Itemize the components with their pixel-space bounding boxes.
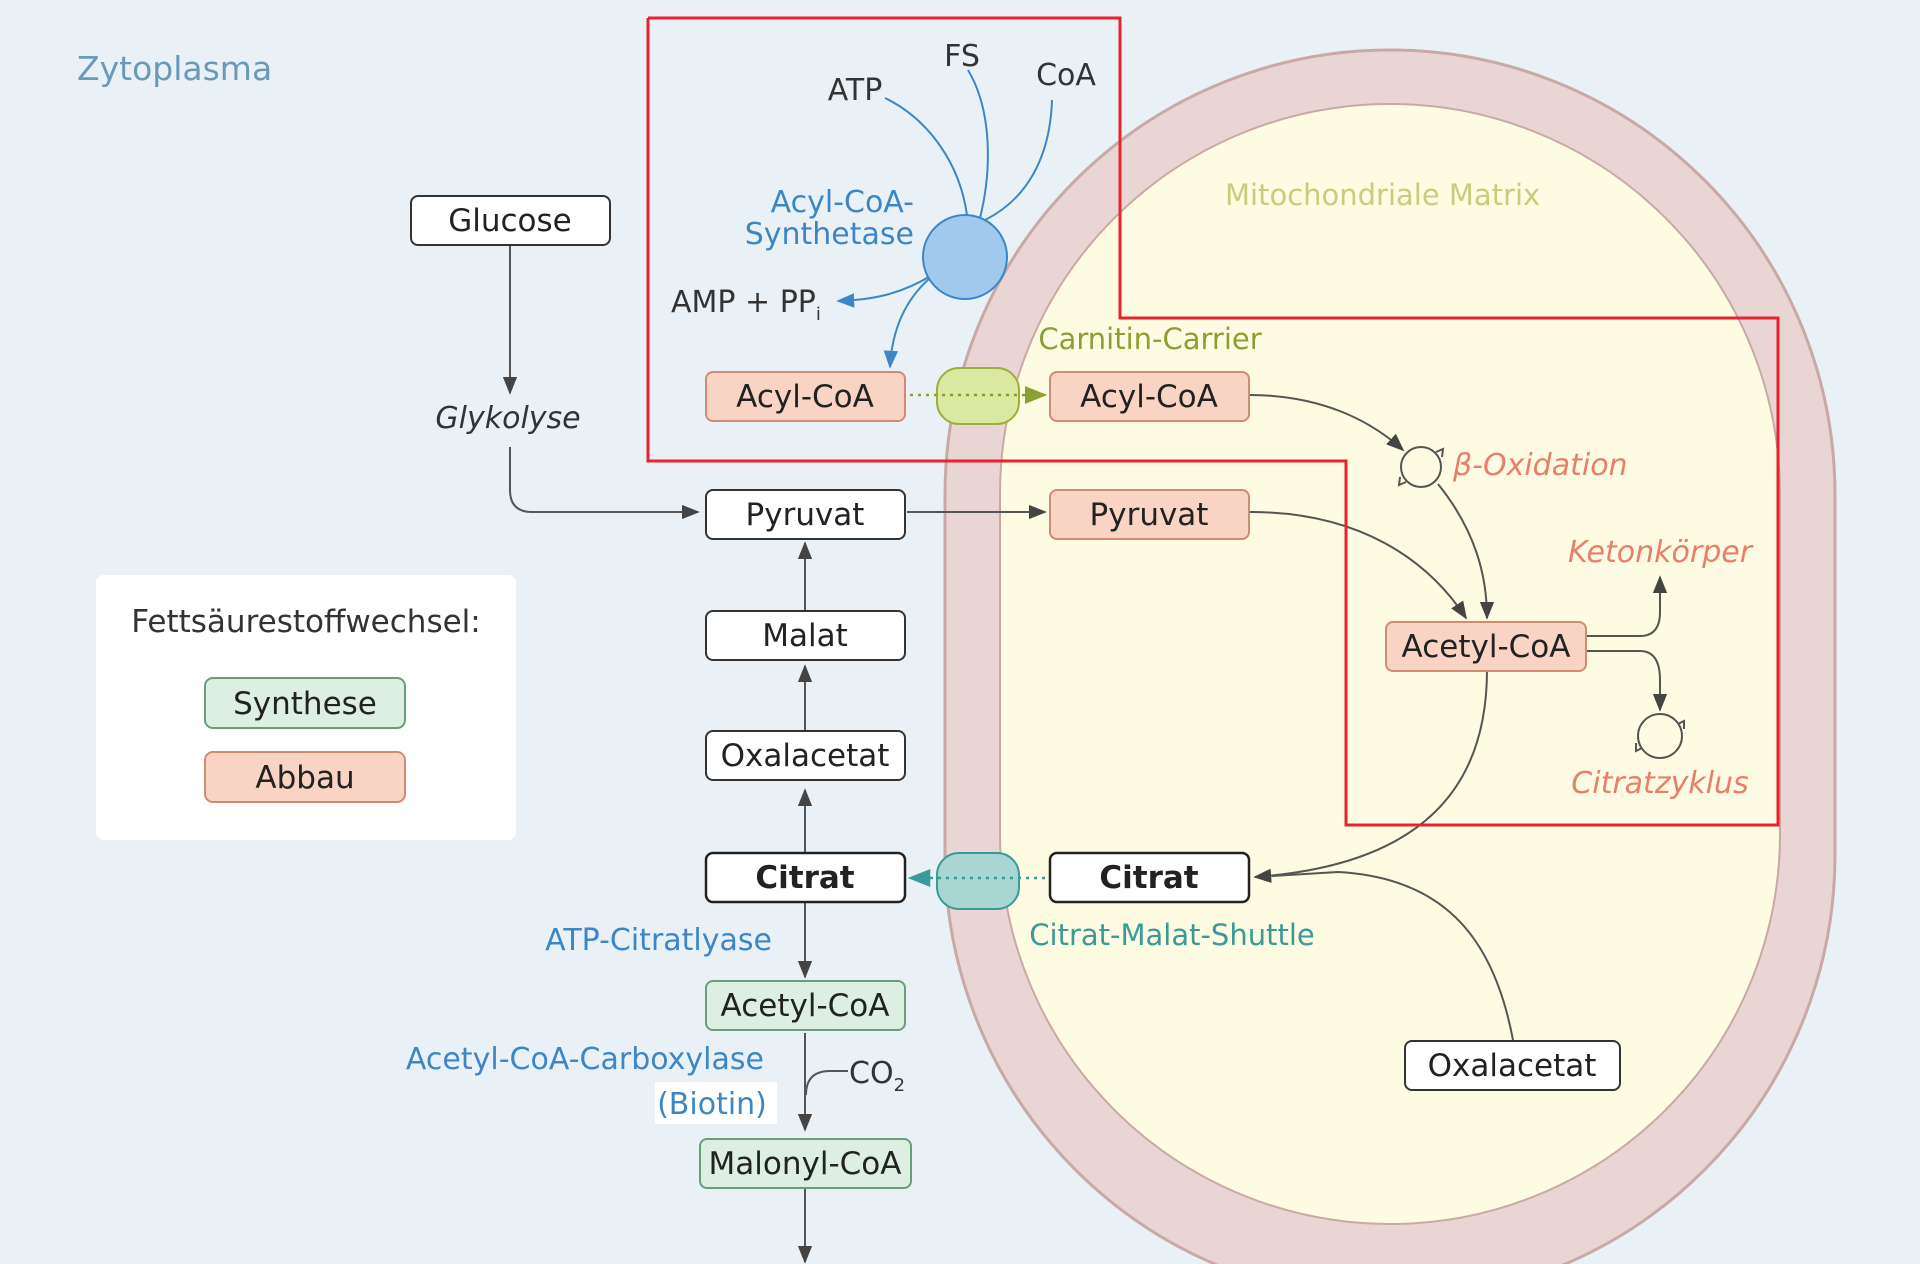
amp-ppi-output-arrow xyxy=(836,274,933,308)
pyruvate-cytoplasm-box: Pyruvat xyxy=(705,489,906,540)
carnitine-carrier: Carnitin-Carrier xyxy=(910,322,1262,425)
citrate-malate-shuttle-shape xyxy=(936,852,1020,910)
co2-label: CO2 xyxy=(849,1056,905,1096)
glucose-label: Glucose xyxy=(448,203,572,239)
citrate-cytoplasm-box: Citrat xyxy=(704,851,907,904)
citric-acid-cycle-icon xyxy=(1635,713,1685,759)
acyl-coa-synthetase-enzyme xyxy=(922,214,1008,300)
acyl-coa-synthetase-label-line2: Synthetase xyxy=(745,217,914,252)
connectors xyxy=(502,246,1668,1264)
acyl-coa-synthetase-label-line1: Acyl-CoA- xyxy=(771,185,914,220)
biotin-label: (Biotin) xyxy=(657,1087,767,1122)
citrate-cytoplasm-label: Citrat xyxy=(755,860,854,896)
coa-label: CoA xyxy=(1036,58,1096,93)
acyl-coa-cytoplasm-box: Acyl-CoA xyxy=(705,371,906,422)
malate-label: Malat xyxy=(762,618,848,654)
acetyl-coa-carboxylase-label: Acetyl-CoA-Carboxylase xyxy=(406,1042,764,1077)
legend-synthesis-label: Synthese xyxy=(233,686,377,722)
acyl-coa-synthetase-group: ATP FS CoA Acyl-CoA- Synthetase AMP + PP… xyxy=(671,39,1096,369)
acyl-coa-output-arrow xyxy=(883,277,931,369)
pyruvate-cytoplasm-label: Pyruvat xyxy=(746,497,865,533)
highlight-outline xyxy=(646,16,1780,827)
acetyl-coa-cytoplasm-label: Acetyl-CoA xyxy=(721,988,890,1024)
citrate-matrix-label: Citrat xyxy=(1099,860,1198,896)
citrate-malate-shuttle: Citrat-Malat-Shuttle xyxy=(907,852,1315,952)
carnitine-carrier-label: Carnitin-Carrier xyxy=(1038,322,1261,356)
oxaloacetate-matrix-label: Oxalacetat xyxy=(1428,1048,1597,1084)
acyl-coa-matrix-label: Acyl-CoA xyxy=(1080,379,1218,415)
malate-box: Malat xyxy=(705,610,906,661)
beta-oxidation-to-acetyl-coa-arrow xyxy=(1437,483,1495,620)
malonyl-coa-label: Malonyl-CoA xyxy=(709,1146,902,1182)
glycolysis-to-pyruvate-arrow xyxy=(509,447,700,520)
oxaloacetate-to-citrate-line xyxy=(1271,870,1514,1041)
beta-oxidation-label: β-Oxidation xyxy=(1452,448,1628,483)
citric-acid-cycle-label: Citratzyklus xyxy=(1571,766,1748,801)
fs-input-line xyxy=(967,69,989,219)
co2-subscript: 2 xyxy=(894,1075,905,1096)
legend-title: Fettsäurestoffwechsel: xyxy=(131,604,480,640)
cytoplasm-label: Zytoplasma xyxy=(77,49,272,88)
glucose-box: Glucose xyxy=(410,195,611,246)
acyl-coa-matrix-box: Acyl-CoA xyxy=(1049,371,1250,422)
acetyl-coa-to-citric-acid-cycle-arrow xyxy=(1587,650,1668,712)
legend-synthesis-swatch xyxy=(204,677,406,729)
oxaloacetate-matrix-box: Oxalacetat xyxy=(1404,1040,1621,1091)
coa-input-line xyxy=(984,99,1053,221)
citrate-malate-shuttle-label: Citrat-Malat-Shuttle xyxy=(1029,918,1314,952)
acetyl-coa-to-ketone-bodies-arrow xyxy=(1587,575,1668,637)
acetyl-coa-to-citrate-arrow xyxy=(1253,669,1488,883)
pyruvate-matrix-box: Pyruvat xyxy=(1049,489,1250,540)
ketone-bodies-label: Ketonkörper xyxy=(1568,535,1754,570)
matrix-label: Mitochondriale Matrix xyxy=(1225,178,1540,212)
biotin-label-background xyxy=(655,1082,777,1124)
oxaloacetate-cytoplasm-label: Oxalacetat xyxy=(721,738,890,774)
co2-input-line xyxy=(805,1070,848,1096)
atp-input-line xyxy=(884,97,968,216)
amp-ppi-label: AMP + PPi xyxy=(671,285,821,325)
acetyl-coa-matrix-box: Acetyl-CoA xyxy=(1385,621,1587,672)
acyl-coa-to-beta-oxidation-arrow xyxy=(1249,394,1405,452)
citrate-matrix-box: Citrat xyxy=(1048,851,1251,904)
glycolysis-label: Glykolyse xyxy=(435,401,580,436)
legend: Fettsäurestoffwechsel: Synthese Abbau xyxy=(96,575,516,840)
pyruvate-to-acetyl-coa-arrow xyxy=(1249,511,1467,620)
atp-label: ATP xyxy=(828,73,883,108)
oxaloacetate-cytoplasm-box: Oxalacetat xyxy=(705,730,906,781)
atp-citrate-lyase-label: ATP-Citratlyase xyxy=(545,923,772,958)
acetyl-coa-cytoplasm-box: Acetyl-CoA xyxy=(705,980,906,1031)
legend-degradation-swatch xyxy=(204,751,406,803)
amp-ppi-subscript: i xyxy=(816,304,821,325)
beta-oxidation-cycle-icon xyxy=(1397,446,1445,488)
malonyl-coa-box: Malonyl-CoA xyxy=(699,1138,912,1189)
fs-label: FS xyxy=(944,39,980,74)
acetyl-coa-matrix-label: Acetyl-CoA xyxy=(1402,629,1571,665)
pyruvate-matrix-label: Pyruvat xyxy=(1090,497,1209,533)
legend-degradation-label: Abbau xyxy=(255,760,354,796)
acyl-coa-cytoplasm-label: Acyl-CoA xyxy=(736,379,874,415)
